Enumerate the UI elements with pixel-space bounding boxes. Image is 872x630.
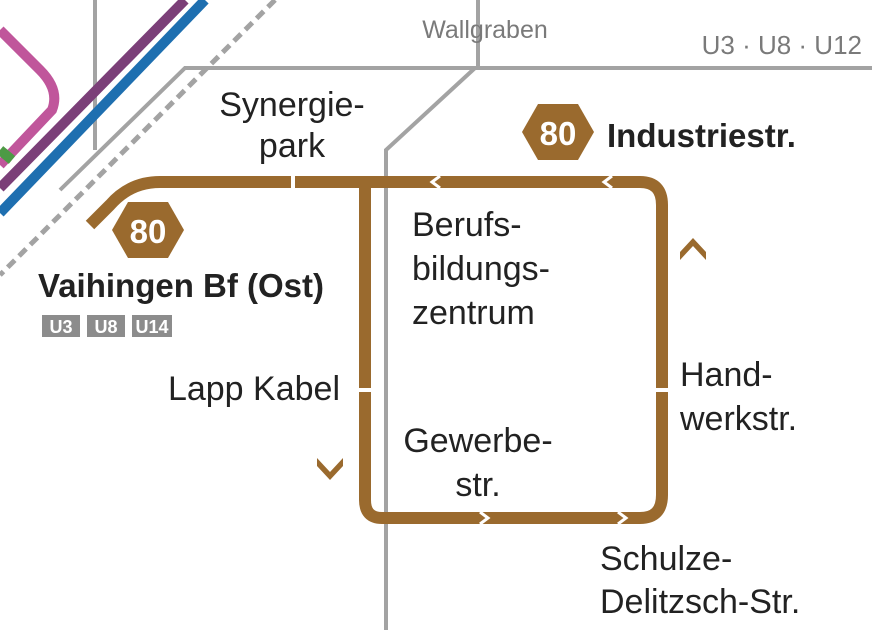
- line-arrow-gewerbe: [479, 510, 491, 526]
- ubadge-bg: [132, 315, 172, 337]
- ubadge-text: U14: [135, 317, 168, 337]
- bus-route-80: [85, 174, 670, 526]
- stop-schulze-line2: Delitzsch-Str.: [600, 583, 800, 621]
- badge-number-industriestr: 80: [540, 115, 577, 152]
- hexagon-badge-icon: 80: [112, 202, 184, 258]
- line-blue: [0, 0, 209, 217]
- ubadge-bg: [42, 315, 80, 337]
- ubahn-lines: [0, 0, 209, 217]
- stop-handwerkstr-line2: werkstr.: [679, 400, 797, 438]
- ubadge-bg: [87, 315, 125, 337]
- rail-top: [58, 66, 872, 192]
- stop-schulze-line1: Schulze-: [600, 540, 732, 578]
- ubadge-text: U3: [49, 317, 72, 337]
- chevron-up-icon: [680, 238, 706, 260]
- top-lines-label: U3 · U8 · U12: [702, 30, 862, 60]
- rail-vertical: [384, 66, 477, 630]
- stop-berufs-line2: bildungs-: [412, 250, 550, 288]
- line-arrow-berufs-left: [429, 174, 441, 190]
- stop-synergiepark-line1: Synergie-: [219, 86, 365, 124]
- street-wallgraben: Wallgraben: [422, 16, 548, 44]
- stop-vaihingen: Vaihingen Bf (Ost): [38, 267, 324, 304]
- stop-gewerbestr-line1: Gewerbe-: [403, 422, 552, 460]
- stop-berufs-line1: Berufs-: [412, 206, 522, 244]
- line-arrow-schulze: [617, 510, 629, 526]
- chevron-down-icon: [317, 458, 343, 480]
- ubahn-badges-vaihingen: U3 U8 U14: [42, 315, 172, 337]
- bus-route-main: [85, 176, 668, 524]
- line-arrow-industrie: [601, 174, 613, 190]
- hex-industriestr: [522, 104, 594, 160]
- badge-number-vaihingen: 80: [130, 213, 167, 250]
- stop-industriestr: Industriestr.: [607, 117, 796, 154]
- line-green: [0, 146, 16, 164]
- stop-lapp-kabel: Lapp Kabel: [168, 370, 340, 408]
- stop-synergiepark-line2: park: [259, 127, 326, 165]
- stop-berufs-line3: zentrum: [412, 294, 535, 332]
- stop-gewerbestr-line2: str.: [455, 466, 500, 504]
- line-purple: [0, 0, 189, 192]
- ubadge-text: U8: [94, 317, 117, 337]
- stop-handwerkstr-line1: Hand-: [680, 356, 773, 394]
- line-pink: [0, 26, 60, 169]
- hexagon-badge-icon: 80: [522, 104, 594, 160]
- rail-dashed-diagonal: [0, 0, 277, 277]
- hex-vaihingen: [112, 202, 184, 258]
